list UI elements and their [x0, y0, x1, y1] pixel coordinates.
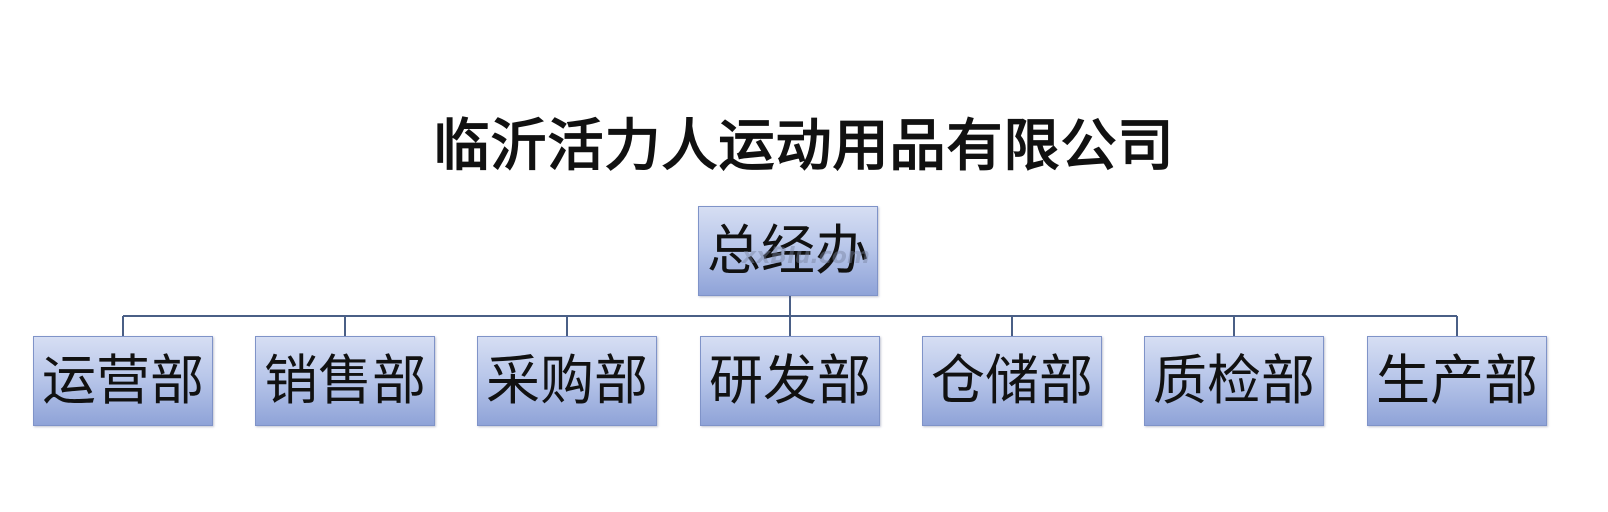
node-label: 仓储部	[931, 349, 1093, 412]
node-general-office[interactable]: 总经办	[698, 206, 878, 296]
watermark: xxBlu.com	[742, 244, 870, 269]
node-operations[interactable]: 运营部	[33, 336, 213, 426]
node-label: 质检部	[1153, 349, 1315, 412]
node-label: 销售部	[264, 349, 426, 412]
node-label: 生产部	[1376, 349, 1538, 412]
node-warehouse[interactable]: 仓储部	[922, 336, 1102, 426]
node-sales[interactable]: 销售部	[255, 336, 435, 426]
node-label: 总经办	[707, 219, 869, 282]
node-label: 运营部	[42, 349, 204, 412]
node-production[interactable]: 生产部	[1367, 336, 1547, 426]
node-label: 采购部	[486, 349, 648, 412]
node-rnd[interactable]: 研发部	[700, 336, 880, 426]
node-quality-control[interactable]: 质检部	[1144, 336, 1324, 426]
node-purchasing[interactable]: 采购部	[477, 336, 657, 426]
node-label: 研发部	[709, 349, 871, 412]
chart-title: 临沂活力人运动用品有限公司	[433, 114, 1175, 179]
